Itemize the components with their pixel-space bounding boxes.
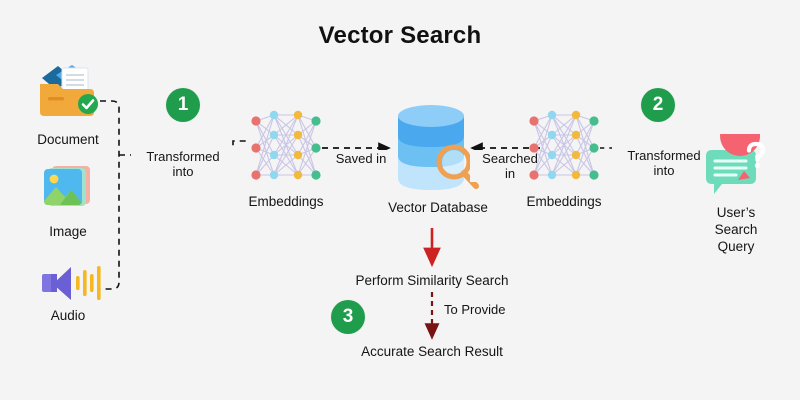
user-query-label: User’s Search Query	[686, 204, 786, 255]
accurate-search-result-label: Accurate Search Result	[361, 344, 503, 359]
vector-database-label: Vector Database	[388, 200, 488, 215]
audio-label: Audio	[50, 308, 86, 323]
connector-transformed-left	[100, 100, 246, 290]
database-search-icon	[392, 100, 484, 196]
neural-network-icon	[526, 103, 602, 195]
page-title: Vector Search	[318, 22, 482, 49]
transformed-right-line2: into	[653, 163, 675, 178]
embeddings-left-label: Embeddings	[248, 194, 324, 209]
connector-label-to-provide: To Provide	[440, 301, 522, 318]
step-badge-3: 3	[331, 300, 365, 334]
neural-network-icon	[248, 103, 324, 195]
image-photo-icon	[40, 163, 100, 215]
searched-in-line2: in	[504, 166, 516, 181]
transformed-left-line2: into	[172, 164, 194, 179]
user-query-line2: Search	[714, 222, 758, 237]
document-label: Document	[37, 132, 99, 147]
user-query-line3: Query	[717, 239, 755, 254]
step-badge-1: 1	[166, 88, 200, 122]
audio-speaker-icon	[38, 262, 106, 306]
searched-in-line1: Searched	[482, 151, 538, 166]
transformed-left-line1: Transformed	[146, 149, 220, 164]
transformed-right-line1: Transformed	[627, 148, 701, 163]
chat-question-icon	[700, 116, 772, 200]
embeddings-right-label: Embeddings	[526, 194, 602, 209]
connector-label-transformed-left: Transformed into	[131, 148, 235, 180]
perform-similarity-search-label: Perform Similarity Search	[355, 273, 509, 288]
step-badge-2: 2	[641, 88, 675, 122]
connector-label-searched-in: Searched in	[470, 150, 550, 182]
connector-label-saved-in: Saved in	[325, 150, 397, 167]
image-label: Image	[49, 224, 87, 239]
document-folder-icon	[32, 62, 104, 120]
connector-label-transformed-right: Transformed into	[612, 147, 716, 179]
user-query-line1: User’s	[716, 205, 756, 220]
